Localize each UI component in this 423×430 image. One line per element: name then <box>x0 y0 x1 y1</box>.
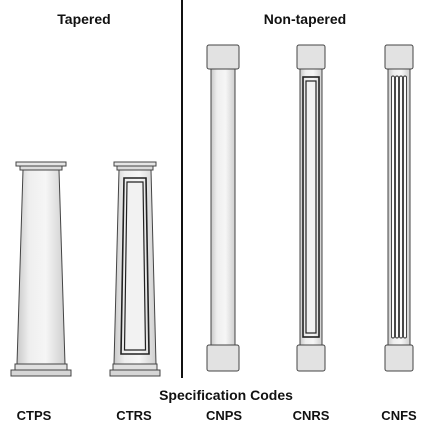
column-ctps <box>10 161 72 377</box>
column-cnps <box>206 44 240 372</box>
column-cnfs <box>384 44 414 372</box>
code-label-ctrs: CTRS <box>116 408 152 423</box>
code-label-ctps: CTPS <box>16 408 52 423</box>
code-label-cnrs: CNRS <box>292 408 330 423</box>
code-label-cnps: CNPS <box>205 408 243 423</box>
caption-specification-codes: Specification Codes <box>159 387 293 403</box>
column-cnrs <box>296 44 326 372</box>
group-divider <box>181 0 183 378</box>
code-label-cnfs: CNFS <box>381 408 417 423</box>
group-heading-tapered: Tapered <box>57 11 111 27</box>
group-heading-non-tapered: Non-tapered <box>263 11 347 27</box>
column-ctrs <box>109 161 161 377</box>
